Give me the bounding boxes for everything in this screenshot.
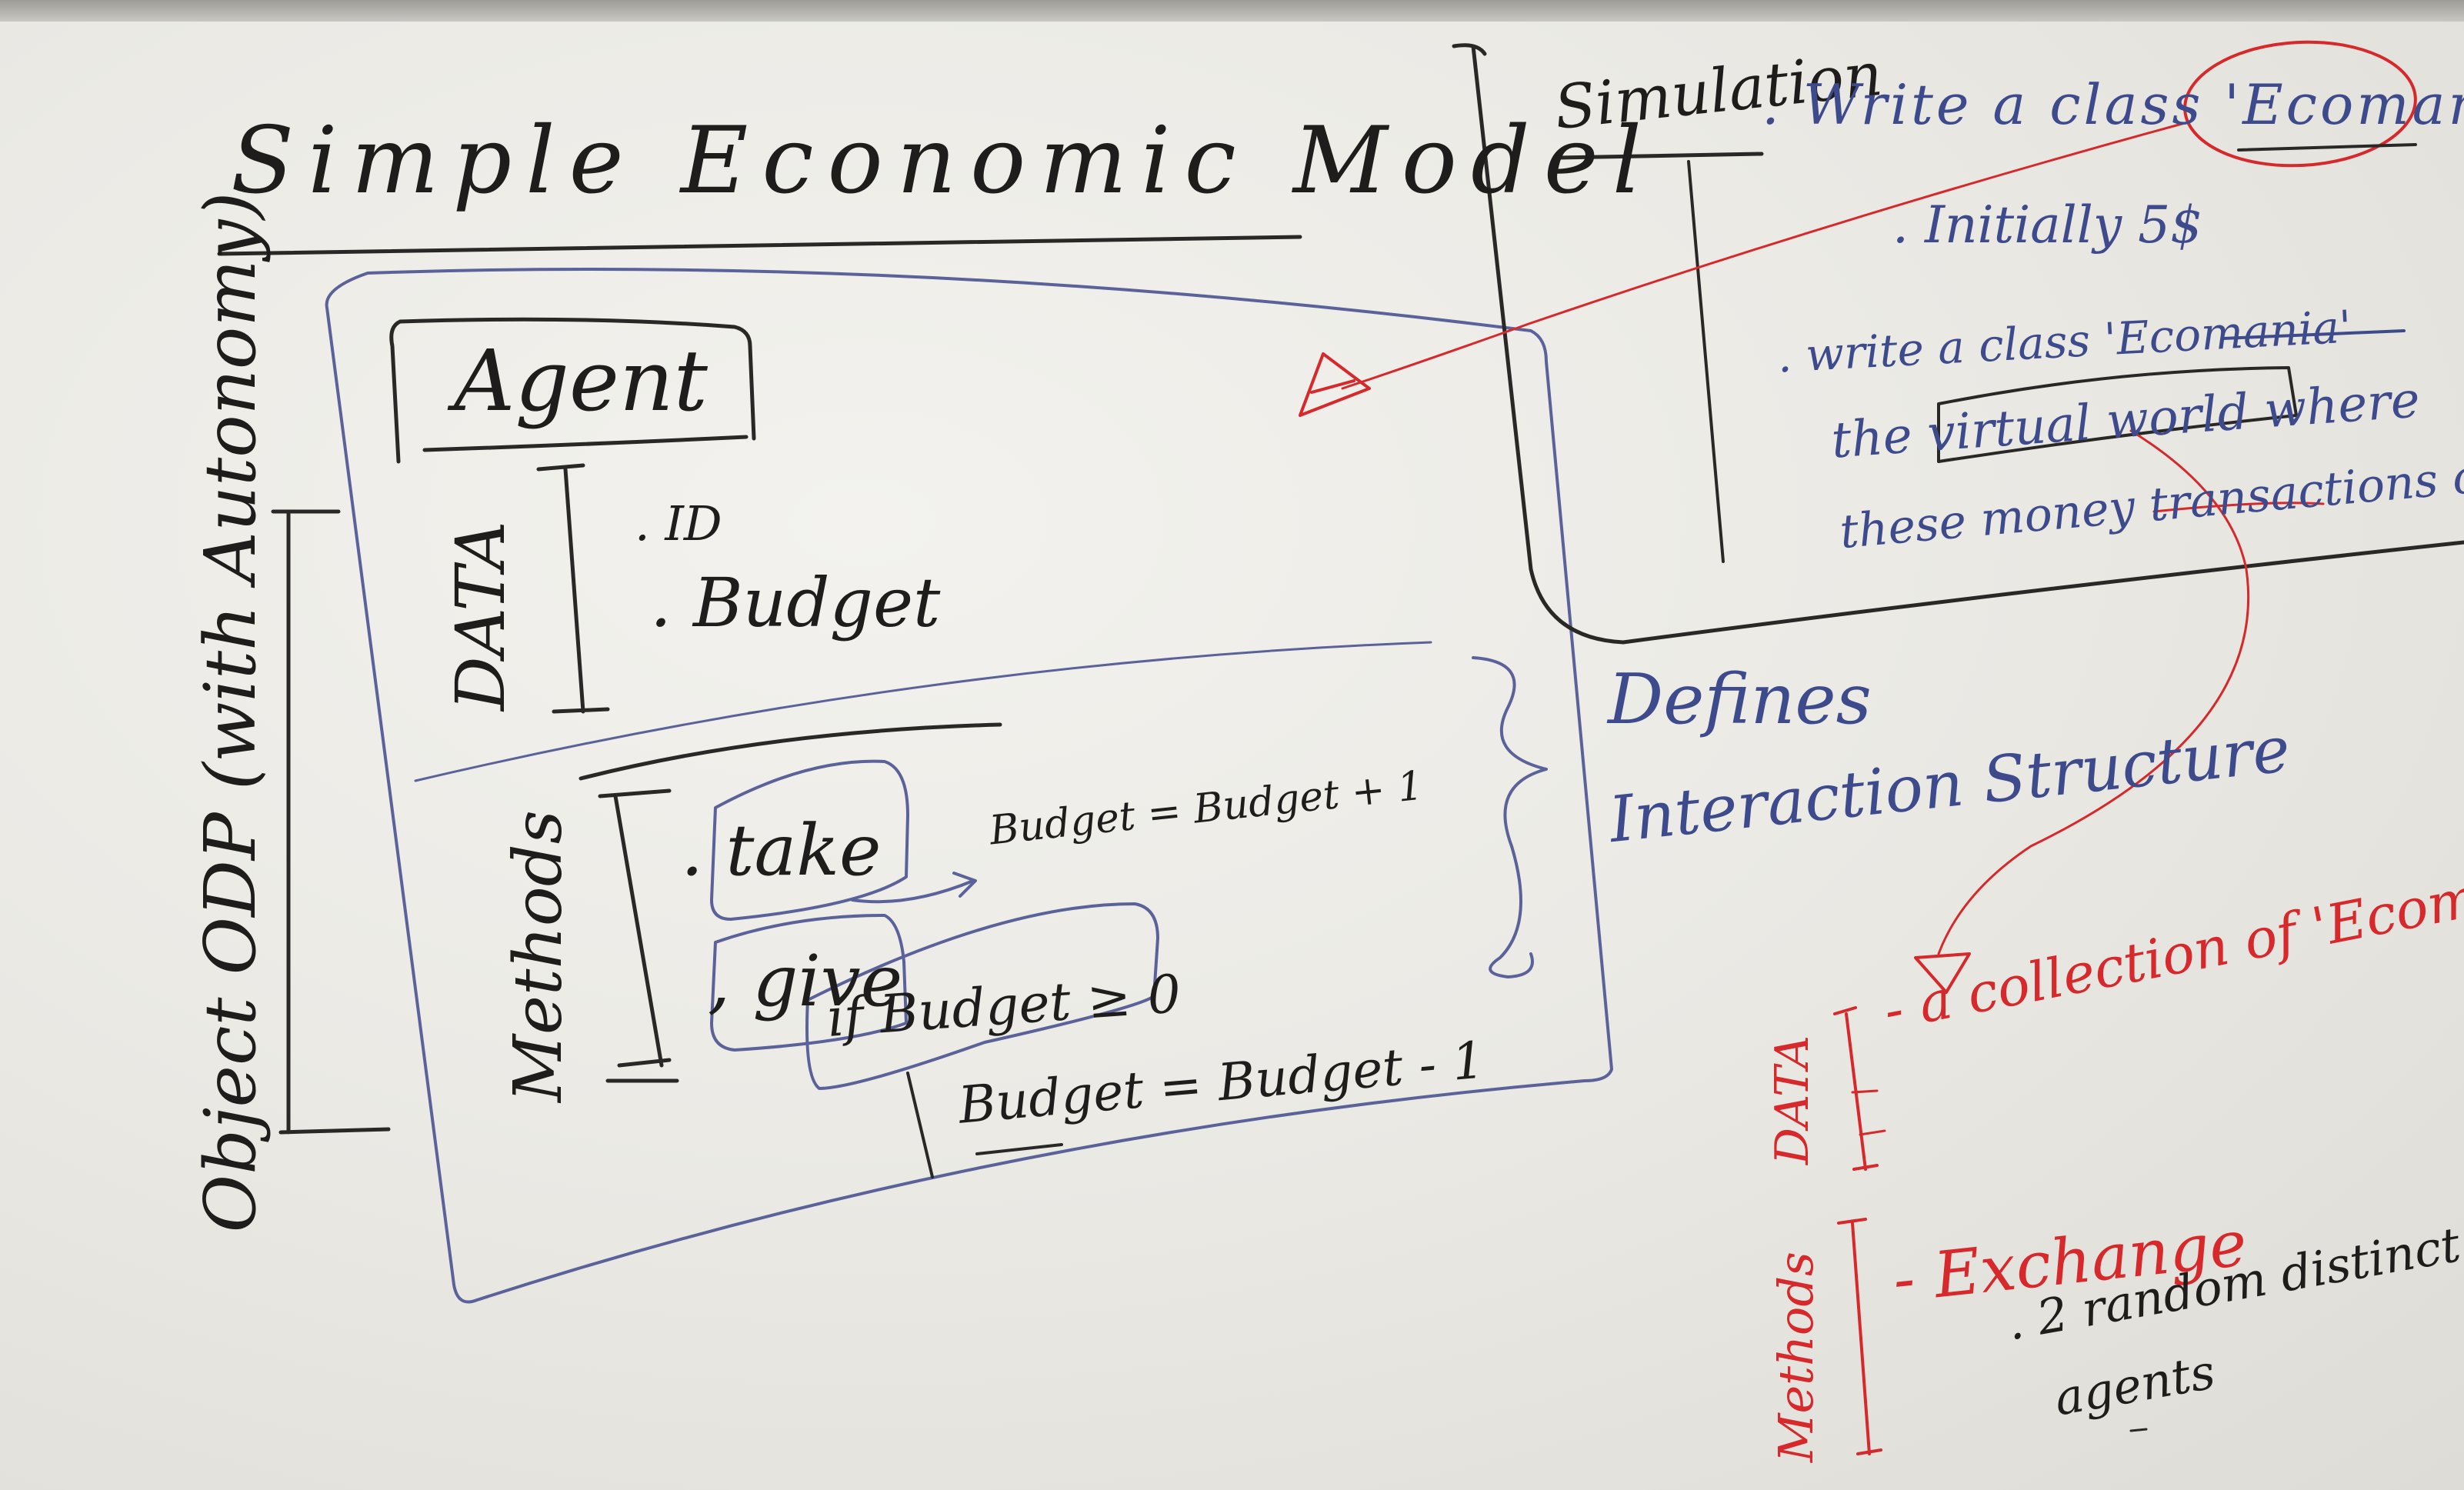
- agent-methods-label: Methods: [500, 810, 577, 1102]
- budget-underline: [975, 1143, 1063, 1155]
- defines-text: Defines: [1608, 659, 1872, 740]
- ecoman-arrowhead: [1299, 352, 1371, 417]
- give-box: [710, 914, 908, 1052]
- simulation-box: [1452, 43, 2464, 645]
- simulation-line-1: . Write a class 'Ecoman': [1762, 72, 2464, 137]
- agent-data-id: . ID: [635, 495, 722, 552]
- virtual-world-box: [1937, 366, 2298, 463]
- methods-bracket: [598, 788, 679, 1083]
- data-bracket: [536, 463, 610, 714]
- ecomania-arrowhead: [1914, 952, 1971, 994]
- ecomania-data-bracket: [1833, 1006, 1879, 1171]
- ecomania-arrow: [1937, 429, 2250, 955]
- title-underline: [217, 235, 1302, 256]
- ecomania-methods-bracket: [1837, 1218, 1882, 1455]
- condition-box: [805, 902, 1159, 1090]
- board-frame-top: [0, 0, 2464, 22]
- method-take: . take: [681, 809, 882, 892]
- odp-label: Object ODP (with Autonomy): [189, 192, 272, 1233]
- transactions-underline: [2152, 502, 2325, 513]
- method-give: , give: [708, 940, 903, 1022]
- ecomania-data-ticks: [1851, 1089, 1886, 1136]
- methods-underline: [578, 722, 1002, 781]
- agent-name: Agent: [454, 332, 708, 430]
- ecomania-underline: [2222, 329, 2406, 340]
- detail-tick: [2129, 1428, 2148, 1432]
- ecoman-underline: [2237, 143, 2417, 152]
- take-box: [710, 759, 909, 921]
- board-title: Simple Economic Model: [231, 108, 1656, 215]
- ecoman-arrow: [1341, 122, 2186, 390]
- agent-name-box: [389, 317, 756, 464]
- ecoman-circle: [2183, 40, 2417, 168]
- simulation-line-2: . Initially 5$: [1892, 195, 2203, 255]
- data-methods-divider: [414, 641, 1432, 782]
- condition-nested-bracket: [906, 1072, 934, 1178]
- agent-outer-box: [325, 268, 1613, 1304]
- ecomania-data-label: DATA: [1765, 1035, 1819, 1165]
- ecomania-methods-label: Methods: [1768, 1252, 1824, 1462]
- agent-data-budget: . Budget: [650, 563, 941, 642]
- interaction-brace: [1472, 656, 1548, 978]
- agent-data-label: DATA: [441, 521, 520, 711]
- simulation-vertical: [1687, 160, 1725, 563]
- odp-bracket: [271, 509, 391, 1135]
- simulation-title-underline: [1555, 152, 1764, 160]
- take-arrow: [851, 872, 977, 904]
